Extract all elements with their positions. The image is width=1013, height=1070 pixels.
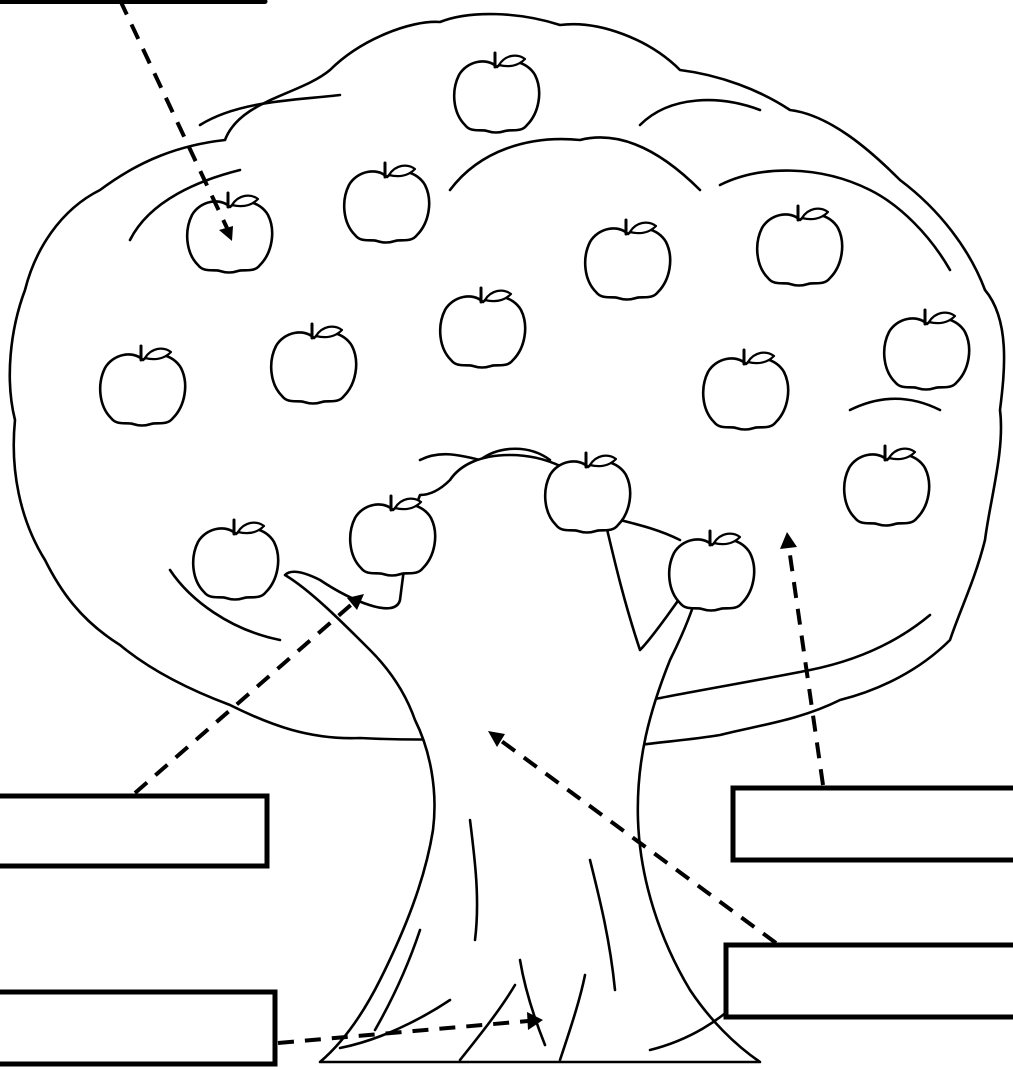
label-box-middle-right[interactable]	[733, 788, 1013, 860]
label-box-middle-left[interactable]	[0, 796, 267, 866]
label-box-bottom-left[interactable]	[0, 992, 275, 1064]
label-box-bottom-right[interactable]	[726, 945, 1013, 1017]
